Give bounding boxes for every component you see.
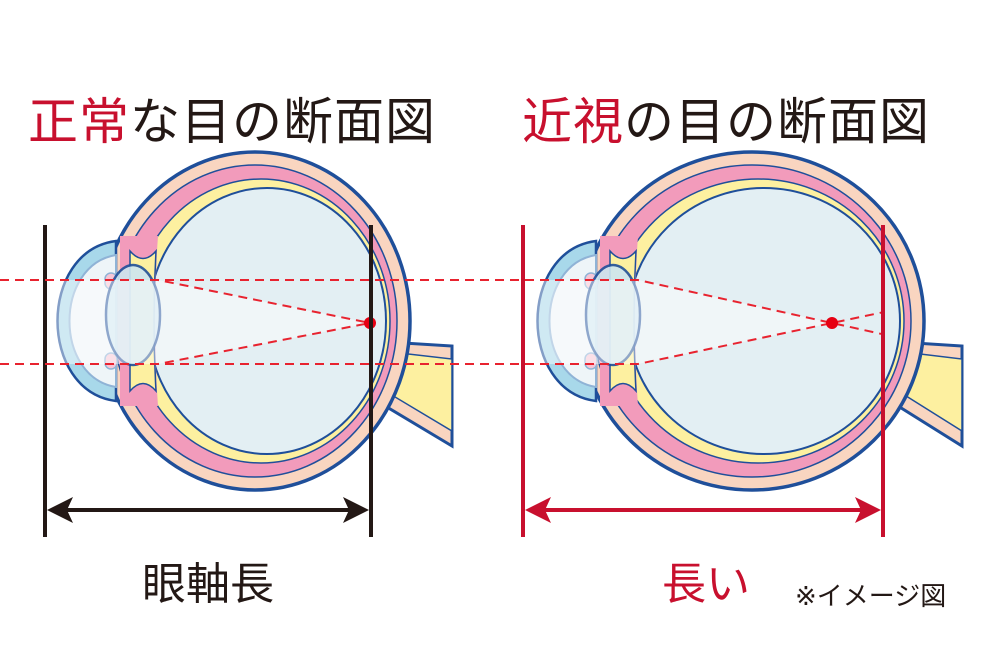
- crystalline-lens: [584, 263, 642, 367]
- light-cone: [533, 280, 832, 364]
- light-ray-lower: [0, 311, 884, 365]
- longer-label: 長い: [662, 559, 750, 610]
- axial-length-label: 眼軸長: [142, 559, 274, 610]
- title-highlight: 近視: [522, 93, 624, 151]
- title-rest: の目の断面図: [624, 93, 930, 151]
- myopic-eye-title: 近視の目の断面図: [522, 82, 930, 154]
- title-highlight: 正常: [28, 93, 130, 151]
- arrowhead-right: [343, 497, 369, 523]
- image-note: ※イメージ図: [795, 582, 947, 612]
- arrowhead-left: [525, 497, 551, 523]
- light-cone: [53, 280, 370, 364]
- normal-eye-cross-section: [0, 150, 454, 537]
- normal-eye-title: 正常な目の断面図: [28, 82, 436, 154]
- focal-point: [826, 317, 838, 329]
- crystalline-lens: [104, 263, 162, 367]
- myopic-eye-cross-section: [0, 150, 964, 537]
- light-ray-upper: [0, 279, 884, 336]
- arrowhead-left: [47, 497, 73, 523]
- arrowhead-right: [855, 497, 881, 523]
- anterior-chamber: [68, 253, 117, 389]
- anterior-chamber: [548, 253, 597, 389]
- title-rest: な目の断面図: [130, 93, 436, 151]
